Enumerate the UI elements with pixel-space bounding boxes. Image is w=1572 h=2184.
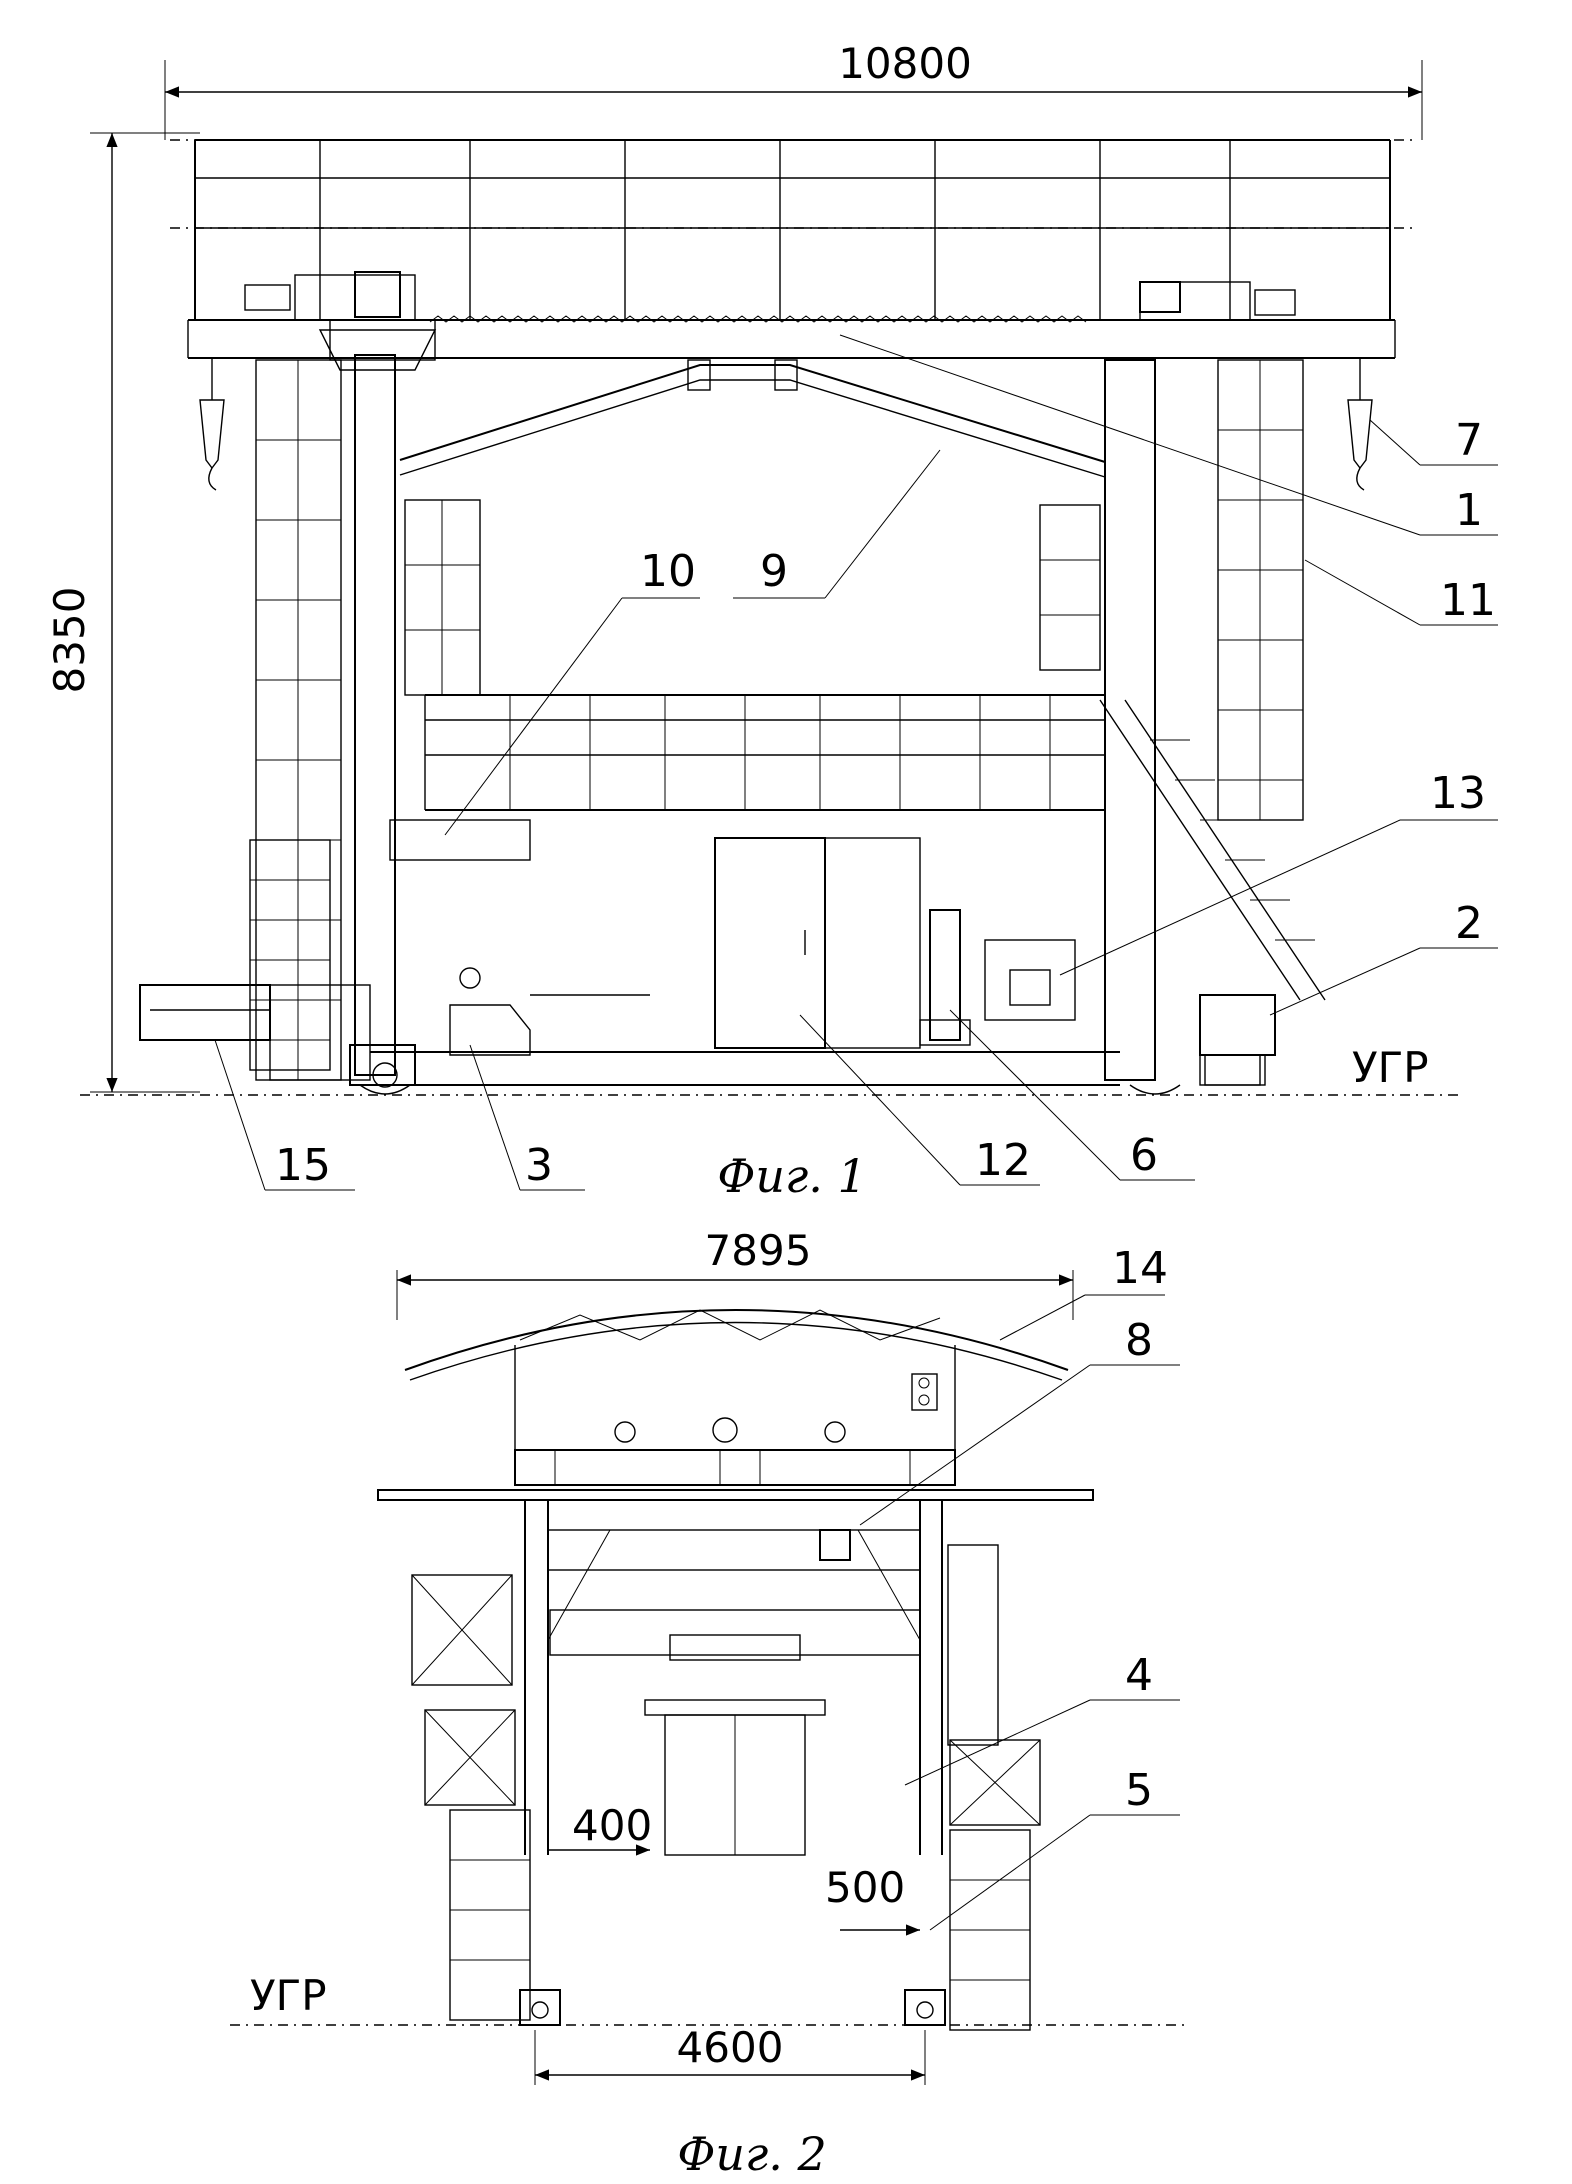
unit-2 xyxy=(1199,994,1276,1056)
side-stairs xyxy=(411,1544,1041,2031)
dimension-width-fig1: 10800 xyxy=(164,39,1423,140)
dim-width-label: 10800 xyxy=(838,39,972,88)
callout-10: 10 xyxy=(640,546,696,597)
dimension-width-fig2: 7895 xyxy=(396,1226,1074,1320)
callout-14: 14 xyxy=(1112,1243,1168,1294)
figure-1-caption: Фиг. 1 xyxy=(717,1149,867,1203)
ground-line-fig2: УГР 4600 xyxy=(230,1971,1190,2085)
callout-3: 3 xyxy=(525,1140,553,1191)
callout-15: 15 xyxy=(275,1140,331,1191)
callout-5: 5 xyxy=(1125,1765,1153,1816)
level-mark-fig1: УГР xyxy=(1352,1043,1429,1092)
unit-6 xyxy=(929,909,961,1041)
leaders-fig1 xyxy=(214,334,1498,1191)
ground-line-fig1: УГР xyxy=(80,1043,1460,1096)
dim-4600-label: 4600 xyxy=(677,2023,784,2072)
crane-girder xyxy=(377,1417,1094,1501)
dim-400-label: 400 xyxy=(572,1801,652,1850)
figure-2: 7895 xyxy=(230,1226,1190,2181)
dimension-height-fig1: 8350 xyxy=(45,132,200,1093)
callout-12: 12 xyxy=(975,1135,1031,1186)
figure-1: 10800 8350 xyxy=(45,39,1498,1203)
upper-frame xyxy=(170,139,1412,361)
figure-2-caption: Фиг. 2 xyxy=(677,2127,827,2181)
dim-500-label: 500 xyxy=(825,1863,905,1912)
callout-8: 8 xyxy=(1125,1315,1153,1366)
callout-1: 1 xyxy=(1455,485,1483,536)
base xyxy=(139,984,1266,1095)
service-platform xyxy=(389,499,1106,861)
portal-frame xyxy=(524,1500,943,1856)
cabinet-12 xyxy=(714,837,826,1049)
callout-11: 11 xyxy=(1440,575,1496,626)
hook-right xyxy=(1347,358,1373,491)
drill-unit-3 xyxy=(449,1004,531,1056)
hook-left xyxy=(199,358,225,491)
dimension-offsets-fig2: 400 500 xyxy=(548,1801,920,1936)
equipment xyxy=(449,837,1276,1086)
wheels-fig2 xyxy=(519,1989,946,2026)
callout-9: 9 xyxy=(760,546,788,597)
callout-7: 7 xyxy=(1455,415,1483,466)
arched-roof xyxy=(404,1309,1069,1465)
callout-2: 2 xyxy=(1455,898,1483,949)
dim-height-label: 8350 xyxy=(45,587,94,694)
truss xyxy=(399,359,1106,478)
dim-7895-label: 7895 xyxy=(705,1226,812,1275)
callout-6: 6 xyxy=(1130,1130,1158,1181)
callout-13: 13 xyxy=(1430,768,1486,819)
leaders-fig2 xyxy=(859,1294,1180,1931)
left-tower xyxy=(249,329,437,1081)
level-mark-fig2: УГР xyxy=(250,1971,327,2020)
callout-4: 4 xyxy=(1125,1650,1153,1701)
unit-13 xyxy=(984,939,1076,1021)
